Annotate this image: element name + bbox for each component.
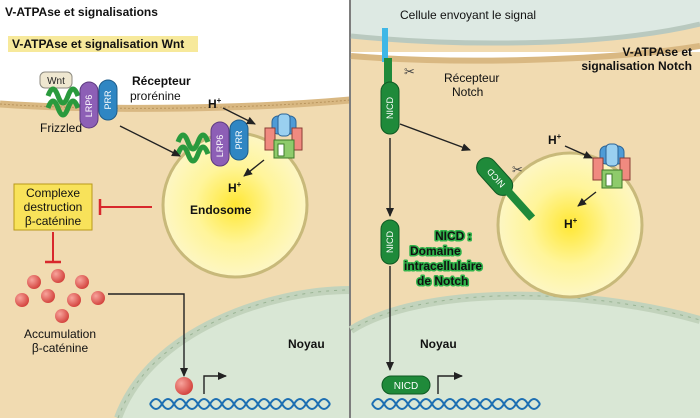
prr-protein <box>98 79 118 121</box>
wnt-dna <box>149 398 331 410</box>
notch-endosome <box>496 151 644 299</box>
destruction-complex-label: Complexe <box>26 186 80 200</box>
svg-text:intracellulaire: intracellulaire <box>404 259 482 273</box>
scissors-icon: ✂ <box>512 162 523 177</box>
endosome-label: Endosome <box>190 203 252 217</box>
notch-heading: V-ATPAse et <box>622 45 692 59</box>
wnt-receptor-complex: Wnt LRP6 PRR <box>39 71 118 129</box>
beta-catenin <box>51 269 65 283</box>
translocation-arrow <box>108 293 188 377</box>
wnt-nuclear-envelope <box>114 286 351 418</box>
svg-text:de Notch: de Notch <box>417 274 468 288</box>
proton-arrow-notch-top <box>564 145 593 159</box>
panel-title: V-ATPAse et signalisations <box>5 5 158 19</box>
beta-catenin <box>67 293 81 307</box>
svg-text:β-caténine: β-caténine <box>32 341 89 355</box>
proton-top-wnt: H+ <box>208 96 222 111</box>
notch-nucleus-label: Noyau <box>420 337 457 351</box>
proton-arrow-top <box>222 107 256 125</box>
proton-bottom-notch: H+ <box>564 216 578 231</box>
sending-cell-label: Cellule envoyant le signal <box>400 8 536 22</box>
svg-text:PRR: PRR <box>234 130 244 150</box>
svg-text:NICD: NICD <box>394 381 418 392</box>
svg-text:β-caténine: β-caténine <box>25 214 82 228</box>
svg-text:PRR: PRR <box>103 90 113 110</box>
svg-text:NICD: NICD <box>385 97 395 119</box>
notch-ligand <box>382 28 388 62</box>
endosome-receptor-complex: LRP6 PRR <box>175 119 249 167</box>
beta-catenin <box>41 289 55 303</box>
accumulation-label: Accumulation <box>24 327 96 341</box>
svg-text:NICD: NICD <box>385 231 395 253</box>
wnt-panel: Wnt LRP6 PRR Frizzled Récepteur prorénin… <box>0 0 351 418</box>
beta-catenin <box>55 309 69 323</box>
beta-catenin <box>27 275 41 289</box>
proton-arrow-bottom <box>243 159 265 177</box>
nicd-definition-label: NICD : <box>435 229 472 243</box>
svg-text:LRP6: LRP6 <box>84 95 94 118</box>
transcription-arrow-wnt <box>203 372 227 394</box>
destruction-complex-box <box>13 183 93 231</box>
v-atpase-notch <box>592 143 631 189</box>
notch-dna <box>371 398 541 410</box>
nicd-endosome: NICD <box>476 157 536 221</box>
svg-text:LRP6: LRP6 <box>215 135 225 158</box>
frizzled-label: Frizzled <box>40 121 82 135</box>
beta-catenin <box>15 293 29 307</box>
nuclear-beta-catenin <box>175 377 193 395</box>
frizzled-receptor <box>45 86 81 106</box>
wnt-heading: V-ATPAse et signalisation Wnt <box>12 37 184 51</box>
scissors-icon: ✂ <box>404 64 415 79</box>
notch-receptor-stem <box>384 58 392 88</box>
wnt-nucleus-label: Noyau <box>288 337 325 351</box>
nicd-released <box>380 219 400 265</box>
svg-text:Notch: Notch <box>452 85 483 99</box>
transcription-arrow-notch <box>437 372 463 394</box>
notch-plasma-membrane <box>350 43 700 64</box>
beta-catenin-cluster <box>15 269 105 323</box>
proton-bottom-wnt: H+ <box>228 180 242 195</box>
beta-catenin <box>91 291 105 305</box>
notch-endocytosis-arrow <box>399 123 471 151</box>
proton-top-notch: H+ <box>548 132 562 147</box>
nicd-membrane <box>380 81 400 135</box>
notch-panel: Cellule envoyant le signal NICD ✂ Récept… <box>348 0 700 418</box>
v-atpase-wnt <box>264 113 303 159</box>
beta-catenin <box>75 275 89 289</box>
svg-text:signalisation Notch: signalisation Notch <box>581 59 692 73</box>
endocytosis-arrow <box>119 125 181 157</box>
prorenin-receptor-label: Récepteur <box>132 74 191 88</box>
svg-text:Domaine: Domaine <box>410 244 461 258</box>
wnt-extracellular-space <box>0 0 350 109</box>
wnt-ligand-label: Wnt <box>47 76 65 87</box>
wnt-heading-highlight <box>8 36 198 52</box>
proton-arrow-notch-bottom <box>577 191 597 207</box>
sending-cell <box>351 0 700 44</box>
nicd-nuclear <box>381 375 431 395</box>
notch-receptor-label: Récepteur <box>444 71 499 85</box>
svg-text:prorénine: prorénine <box>130 89 181 103</box>
svg-text:destruction: destruction <box>24 200 83 214</box>
lrp6-protein <box>79 81 99 129</box>
